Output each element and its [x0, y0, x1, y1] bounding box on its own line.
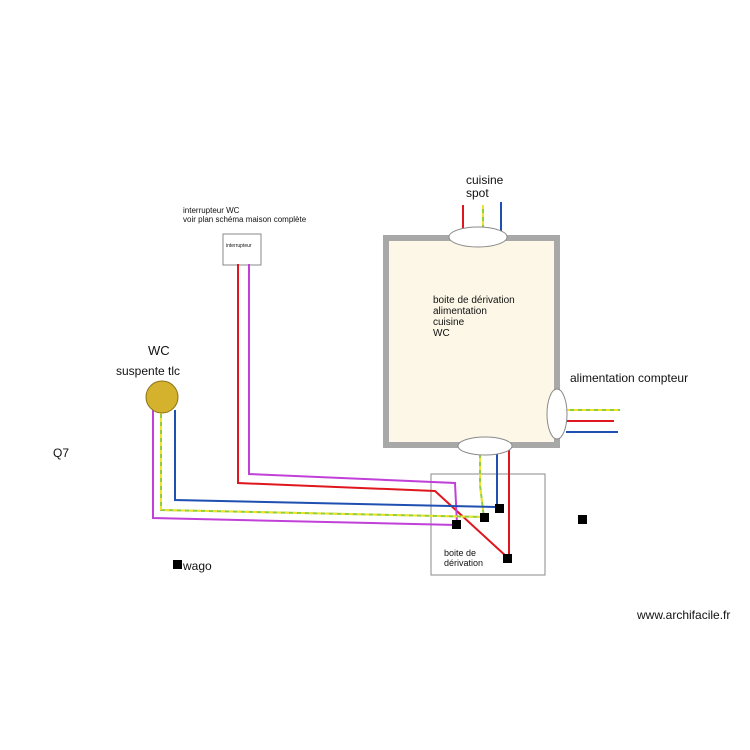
main-junction-box: [383, 235, 560, 448]
ceiling-lamp: [145, 380, 179, 414]
wago-connector: [495, 504, 504, 513]
wago-connector: [578, 515, 587, 524]
cuisine-label: cuisine: [466, 173, 504, 187]
main-box-label-3: cuisine: [433, 317, 465, 328]
switch-note-title: interrupteur WC: [183, 206, 240, 215]
wago-connector: [480, 513, 489, 522]
main-box-label-1: boite de dérivation: [433, 295, 515, 306]
wago-legend-label: wago: [182, 559, 212, 573]
wc-label: WC: [148, 343, 170, 358]
gland-bottom: [457, 436, 513, 456]
wire-switch-return: [248, 264, 458, 525]
wire-lamp-neutral: [174, 410, 498, 508]
wire-feed-earth-yellow: [479, 450, 485, 519]
lamp-label: suspente tlc: [116, 364, 180, 378]
main-box-label-4: WC: [433, 328, 450, 339]
wago-connector: [452, 520, 461, 529]
wire-lamp-return: [152, 410, 458, 526]
small-box-label-1: boite de: [444, 548, 476, 558]
small-box-label-2: dérivation: [444, 558, 483, 568]
gland-top: [448, 226, 508, 248]
circuit-label: Q7: [53, 446, 69, 460]
spot-label: spot: [466, 186, 489, 200]
supply-label: alimentation compteur: [570, 371, 688, 385]
wago-legend-square: [173, 560, 182, 569]
main-box-label-2: alimentation: [433, 306, 487, 317]
switch-note-subtitle: voir plan schéma maison complète: [183, 215, 307, 224]
watermark: www.archifacile.fr: [636, 608, 730, 622]
wago-connector: [503, 554, 512, 563]
gland-right: [546, 388, 568, 440]
switch-box: [222, 233, 262, 266]
switch-box-label: interrupteur: [226, 243, 252, 249]
wire-switch-phase: [237, 264, 508, 558]
wire-lamp-earth-yellow: [160, 410, 485, 518]
